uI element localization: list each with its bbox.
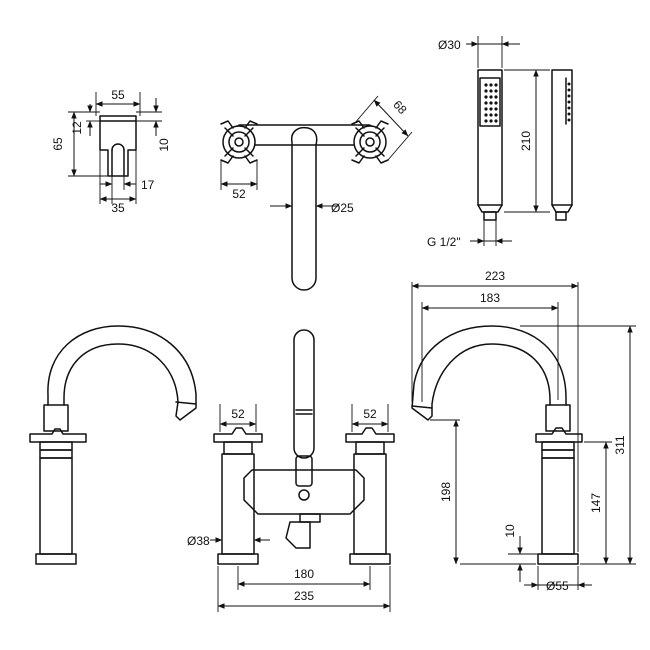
front-handle-left-label: 52 [231,407,245,421]
front-centres-label: 180 [294,567,314,581]
side-height-label: 311 [613,435,627,454]
front-elevation-view: 52 52 Ø38 180 235 [187,329,395,612]
shower-holder-view: 55 65 12 10 17 35 [51,88,171,215]
handset-length-label: 210 [519,131,533,151]
side-spout-span-label: 183 [480,291,500,305]
side-spout-height-label: 198 [439,482,453,502]
side-elevation-view: 223 183 311 147 198 10 Ø55 [411,269,636,593]
valve-plan-view: 68 52 Ø25 [220,95,413,291]
left-elevation-view [29,325,197,565]
holder-top-label: 12 [70,121,84,135]
spray-side-icon [567,82,571,122]
front-handle-right-label: 52 [363,407,377,421]
holder-base-label: 35 [111,201,125,215]
holder-depth-label: 10 [157,138,171,152]
side-base-dia-label: Ø55 [546,579,569,593]
front-overall-label: 235 [294,589,314,603]
side-reach-label: 223 [485,269,505,283]
side-handle-height-label: 147 [589,493,603,513]
valve-handle-label: 52 [232,187,246,201]
side-base-label: 10 [503,524,517,538]
handset-thread-label: G 1/2" [427,235,461,249]
left-cross-handle-icon [220,120,258,164]
valve-spout-dia-label: Ø25 [331,201,354,215]
hand-shower-view: Ø30 210 G 1/2" [427,36,573,249]
holder-width-label: 55 [111,88,125,102]
valve-handle-diag-label: 68 [390,98,410,118]
spray-face-icon [484,83,498,123]
front-body-dia-label: Ø38 [187,534,210,548]
handset-dia-label: Ø30 [438,38,461,52]
right-cross-handle-icon [351,120,389,164]
holder-slot-label: 17 [141,178,155,192]
holder-height-label: 65 [51,137,65,151]
